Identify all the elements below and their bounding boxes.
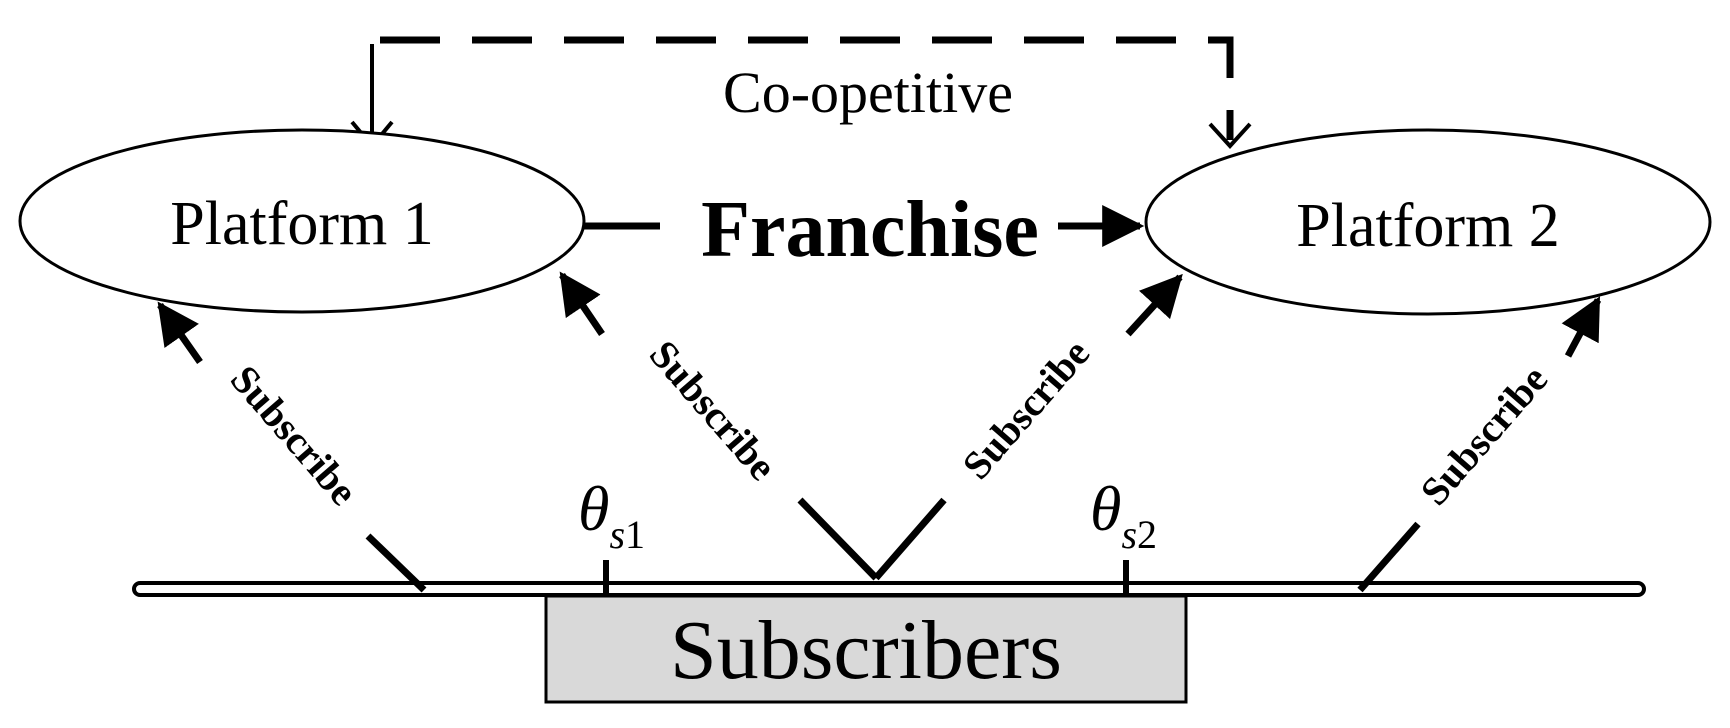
subscribe-label-b: Subscribe: [641, 332, 786, 489]
subscribe-arrow-d-head: [1561, 296, 1602, 358]
coopetitive-dashed-connector: [380, 36, 1234, 140]
platform-2-label: Platform 2: [1296, 192, 1559, 260]
threshold-2-label: θs2: [1090, 473, 1157, 557]
subscribe-arrow-d-tail: [1357, 521, 1421, 593]
subscribers-label: Subscribers: [670, 604, 1062, 697]
subscribe-arrow-c-tail: [873, 497, 947, 581]
platform-1-node: [18, 128, 586, 314]
threshold-1-label: θs1: [578, 473, 645, 557]
subscribe-arrow-a-tail: [365, 533, 427, 593]
coopetitive-label: Co-opetitive: [723, 60, 1013, 125]
subscribe-arrow-a-head: [157, 301, 203, 365]
coopetitive-arrow-right-head: [1208, 122, 1252, 149]
subscribers-box: [544, 594, 1188, 704]
subscribe-arrow-b-head: [559, 271, 605, 336]
subscriber-axis: [132, 581, 1646, 597]
subscribe-label-d: Subscribe: [1411, 357, 1556, 514]
subscribe-arrow-b-tail: [797, 497, 879, 581]
platform-2-node: [1144, 128, 1712, 316]
subscribe-arrow-c-head: [1125, 273, 1183, 337]
franchise-label: Franchise: [701, 186, 1039, 274]
subscribe-label-a: Subscribe: [222, 357, 367, 514]
platform-1-label: Platform 1: [170, 190, 433, 258]
subscribe-label-c: Subscribe: [953, 331, 1098, 488]
